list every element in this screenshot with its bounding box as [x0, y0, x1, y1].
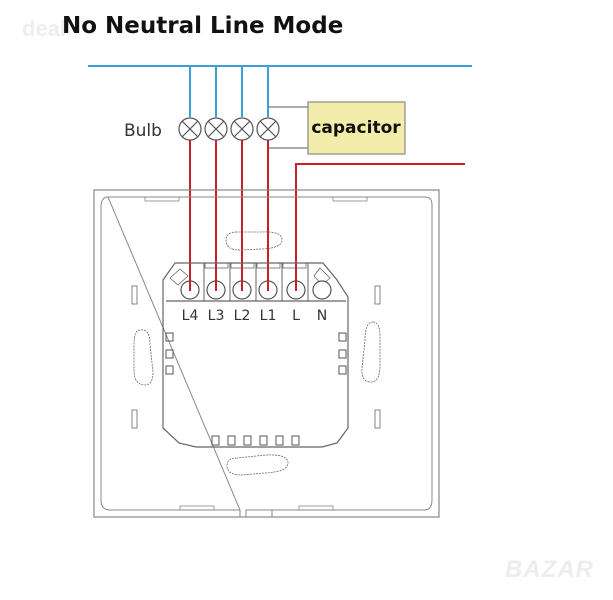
- capacitor-label: capacitor: [311, 118, 401, 138]
- terminal-label-l3: L3: [208, 308, 225, 324]
- switch-plate-outer: [93, 189, 440, 518]
- mounting-slot-bottom: [226, 454, 289, 476]
- terminal-label-l: L: [292, 308, 300, 324]
- mounting-slot-right: [361, 321, 381, 383]
- mounting-slot-top: [225, 231, 283, 251]
- bulb-icon: [256, 117, 280, 141]
- switch-plate-inner: [100, 196, 433, 518]
- watermark-bottom: BAZAR: [505, 556, 594, 583]
- diagram-title: No Neutral Line Mode: [62, 13, 344, 39]
- bulb-icon: [204, 117, 228, 141]
- terminal-label-n: N: [317, 308, 327, 324]
- terminal-label-l1: L1: [260, 308, 277, 324]
- capacitor-box: [307, 101, 406, 155]
- bulb-icon: [178, 117, 202, 141]
- bulb-label: Bulb: [124, 121, 162, 141]
- terminal-label-l2: L2: [234, 308, 251, 324]
- terminal-label-l4: L4: [182, 308, 199, 324]
- bulb-icon: [230, 117, 254, 141]
- mounting-slot-left: [133, 329, 154, 386]
- live-input-wire: [295, 163, 465, 291]
- watermark-top: deal: [22, 16, 67, 41]
- terminal-screw-n: [312, 280, 332, 300]
